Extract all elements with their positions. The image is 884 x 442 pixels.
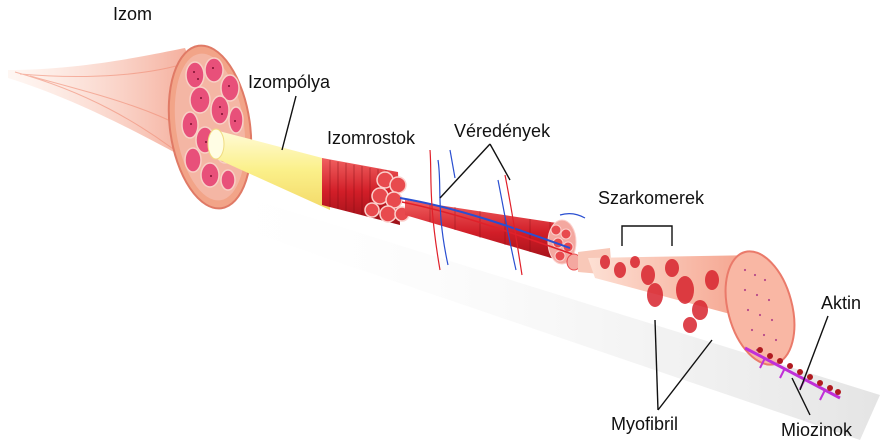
muscle-illustration: [8, 40, 261, 214]
label-fascicle: Izompólya: [248, 72, 331, 150]
svg-text:Szarkomerek: Szarkomerek: [598, 188, 705, 208]
label-blood-vessels: Véredények: [440, 121, 551, 198]
svg-text:Izomrostok: Izomrostok: [327, 128, 416, 148]
svg-text:Izom: Izom: [113, 4, 152, 24]
svg-text:Myofibril: Myofibril: [611, 414, 678, 434]
label-muscle-fibers: Izomrostok: [327, 128, 416, 148]
svg-text:Miozinok: Miozinok: [781, 420, 853, 440]
label-sarcomeres: Szarkomerek: [598, 188, 705, 246]
muscle-fibers-illustration: [322, 158, 409, 225]
svg-text:Aktin: Aktin: [821, 293, 861, 313]
svg-text:Izompólya: Izompólya: [248, 72, 331, 92]
svg-text:Véredények: Véredények: [454, 121, 551, 141]
label-muscle: Izom: [113, 4, 152, 24]
